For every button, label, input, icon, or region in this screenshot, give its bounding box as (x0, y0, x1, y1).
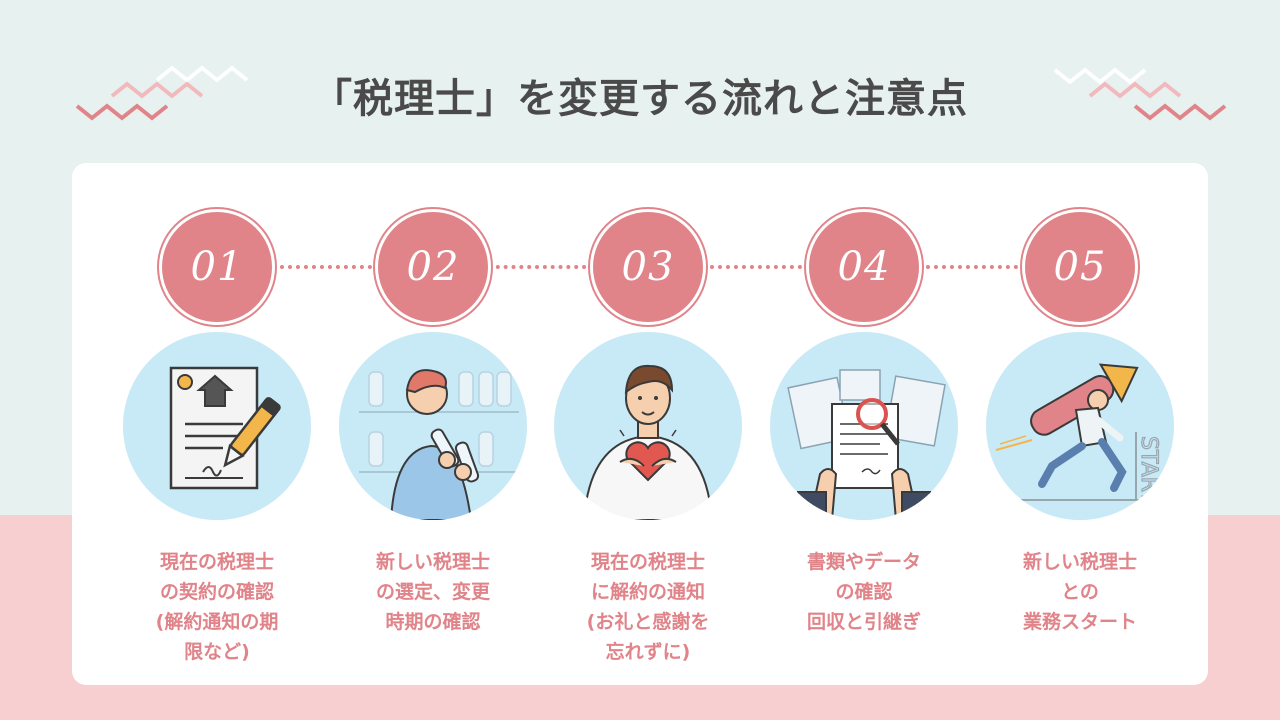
step-label: 現在の税理士 の契約の確認 (解約通知の期 限など) (107, 547, 327, 667)
person-heart-icon (554, 332, 742, 520)
runner-start-icon: START (986, 332, 1174, 520)
connector-1-2 (272, 265, 380, 269)
step-number-circle: 04 (809, 212, 919, 322)
step-label-line: の選定、変更 (375, 581, 490, 603)
step-number-circle: 02 (378, 212, 488, 322)
person-choosing-icon (339, 332, 527, 520)
zigzag-decoration-left (75, 65, 249, 121)
step-number-circle: 05 (1025, 212, 1135, 322)
step-label-line: (お礼と感謝を (586, 611, 710, 633)
step-label: 書類やデータ の確認 回収と引継ぎ (754, 547, 974, 637)
page-title: 「税理士」を変更する流れと注意点 (312, 76, 968, 122)
step-label-line: 忘れずに) (605, 641, 691, 663)
contract-document-icon (123, 332, 311, 520)
zigzag-decoration-right (1053, 67, 1227, 121)
step-number: 02 (406, 244, 460, 290)
step-number: 03 (621, 244, 675, 290)
step-label: 現在の税理士 に解約の通知 (お礼と感謝を 忘れずに) (538, 547, 758, 667)
step-label-line: の契約の確認 (159, 581, 274, 603)
step-label-line: 新しい税理士 (1022, 551, 1137, 573)
connector-2-3 (488, 265, 594, 269)
step-label-line: 新しい税理士 (375, 551, 490, 573)
step-number: 04 (837, 244, 891, 290)
step-label-line: 時期の確認 (385, 611, 481, 633)
step-label-line: の確認 (835, 581, 893, 603)
step-number: 05 (1053, 244, 1107, 290)
step-label-line: 回収と引継ぎ (806, 611, 921, 633)
step-label-line: 書類やデータ (806, 551, 921, 573)
step-label-line: 限など) (184, 641, 250, 663)
step-number-circle: 03 (593, 212, 703, 322)
connector-3-4 (702, 265, 810, 269)
step-number: 01 (190, 244, 244, 290)
step-label-line: に解約の通知 (590, 581, 705, 603)
document-review-icon (770, 332, 958, 520)
step-label: 新しい税理士 の選定、変更 時期の確認 (323, 547, 543, 637)
step-label-line: との (1061, 581, 1099, 603)
step-label-line: 業務スタート (1022, 611, 1137, 633)
step-label: 新しい税理士 との 業務スタート (970, 547, 1190, 637)
connector-4-5 (918, 265, 1026, 269)
step-number-circle: 01 (162, 212, 272, 322)
step-label-line: 現在の税理士 (590, 551, 705, 573)
step-label-line: (解約通知の期 (155, 611, 279, 633)
step-label-line: 現在の税理士 (159, 551, 274, 573)
